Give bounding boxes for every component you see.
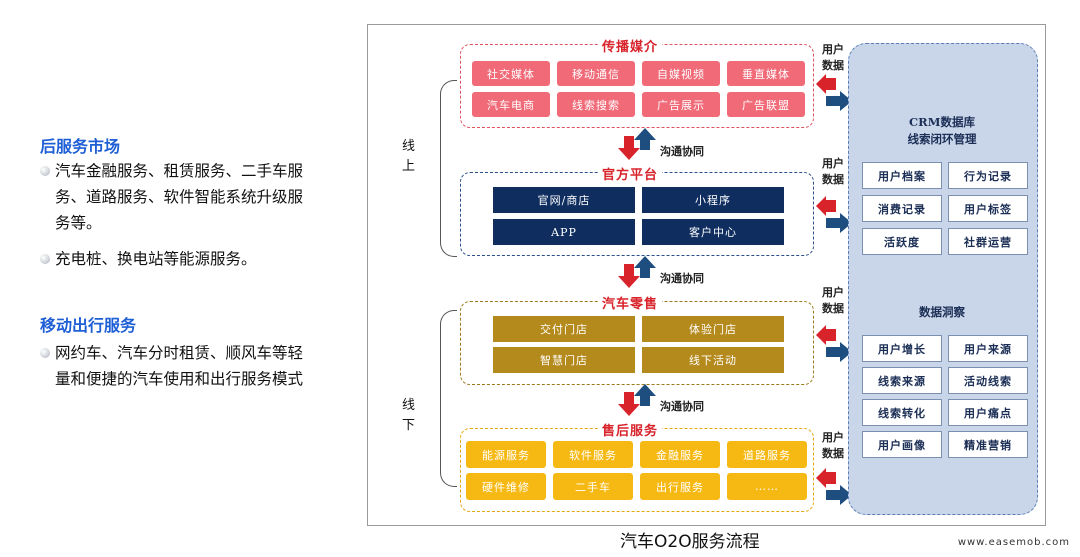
- bullet-after-service-1: 汽车金融服务、租赁服务、二手车服务、道路服务、软件智能系统升级服务等。: [40, 158, 310, 236]
- data-arrow-4: [816, 468, 852, 505]
- online-label: 线上: [402, 139, 416, 174]
- insight-cell: 用户来源: [948, 335, 1028, 362]
- insight-cell: 线索来源: [862, 367, 942, 394]
- data-arrow-1: [816, 74, 852, 111]
- retail-cell: 交付门店: [493, 316, 635, 342]
- crm-insight-title: 数据洞察: [919, 305, 965, 319]
- section-title-mobility: 移动出行服务: [40, 316, 137, 335]
- crm-cell: 活跃度: [862, 228, 942, 255]
- sync-arrow-2: [618, 256, 656, 288]
- after-sales-cell: ……: [727, 473, 807, 500]
- official-cell: 小程序: [642, 187, 784, 213]
- crm-cell: 消费记录: [862, 195, 942, 222]
- bullet-mobility-1: 网约车、汽车分时租赁、顺风车等轻量和便捷的汽车使用和出行服务模式: [40, 340, 310, 392]
- after-sales-cell: 硬件维修: [466, 473, 546, 500]
- user-data-label-2: 用户数据: [822, 157, 844, 186]
- insight-cell: 线索转化: [862, 399, 942, 426]
- after-sales-cell: 道路服务: [727, 441, 807, 468]
- retail-cell: 线下活动: [642, 347, 784, 373]
- group-official-title: 官方平台: [598, 164, 663, 183]
- user-data-label-4: 用户数据: [822, 431, 844, 460]
- group-media-title: 传播媒介: [598, 36, 663, 55]
- sync-arrow-3: [618, 384, 656, 416]
- data-arrow-2: [816, 196, 852, 233]
- after-sales-cell: 能源服务: [466, 441, 546, 468]
- user-data-label-1: 用户数据: [822, 43, 844, 72]
- comm-label-3: 沟通协同: [660, 400, 704, 413]
- insight-cell: 用户痛点: [948, 399, 1028, 426]
- crm-cell: 用户标签: [948, 195, 1028, 222]
- after-sales-cell: 金融服务: [640, 441, 720, 468]
- bullet-text: 汽车金融服务、租赁服务、二手车服务、道路服务、软件智能系统升级服务等。: [55, 162, 304, 232]
- insight-cell: 精准营销: [948, 431, 1028, 458]
- media-cell: 线索搜索: [557, 92, 635, 117]
- bullet-text: 充电桩、换电站等能源服务。: [55, 250, 257, 268]
- bullet-dot-icon: [40, 254, 50, 264]
- official-cell: APP: [493, 219, 635, 245]
- media-cell: 广告联盟: [727, 92, 805, 117]
- crm-cell: 用户档案: [862, 162, 942, 189]
- sync-arrow-1: [618, 128, 656, 160]
- watermark-url: www.easemob.com: [957, 537, 1070, 548]
- insight-cell: 用户画像: [862, 431, 942, 458]
- data-arrow-3: [816, 325, 852, 362]
- crm-cell: 社群运营: [948, 228, 1028, 255]
- official-cell: 客户中心: [642, 219, 784, 245]
- comm-label-1: 沟通协同: [660, 145, 704, 158]
- media-cell: 社交媒体: [472, 61, 550, 86]
- diagram-caption: 汽车O2O服务流程: [620, 532, 760, 552]
- insight-cell: 活动线索: [948, 367, 1028, 394]
- after-sales-cell: 软件服务: [553, 441, 633, 468]
- crm-title-2: 线索闭环管理: [907, 132, 977, 146]
- group-retail-title: 汽车零售: [598, 293, 663, 312]
- media-cell: 汽车电商: [472, 92, 550, 117]
- bullet-dot-icon: [40, 348, 50, 358]
- section-title-after-service: 后服务市场: [40, 137, 121, 156]
- media-cell: 广告展示: [642, 92, 720, 117]
- bullet-text: 网约车、汽车分时租赁、顺风车等轻量和便捷的汽车使用和出行服务模式: [55, 344, 304, 388]
- comm-label-2: 沟通协同: [660, 272, 704, 285]
- retail-cell: 智慧门店: [493, 347, 635, 373]
- after-sales-cell: 出行服务: [640, 473, 720, 500]
- media-cell: 垂直媒体: [727, 61, 805, 86]
- bullet-dot-icon: [40, 166, 50, 176]
- user-data-label-3: 用户数据: [822, 286, 844, 315]
- official-cell: 官网/商店: [493, 187, 635, 213]
- crm-cell: 行为记录: [948, 162, 1028, 189]
- after-sales-cell: 二手车: [553, 473, 633, 500]
- offline-label: 线下: [402, 398, 416, 433]
- media-cell: 自媒视频: [642, 61, 720, 86]
- crm-title-1: CRM数据库: [909, 115, 975, 129]
- bullet-after-service-2: 充电桩、换电站等能源服务。: [40, 246, 310, 272]
- media-cell: 移动通信: [557, 61, 635, 86]
- retail-cell: 体验门店: [642, 316, 784, 342]
- group-after-sales-title: 售后服务: [598, 420, 663, 439]
- insight-cell: 用户增长: [862, 335, 942, 362]
